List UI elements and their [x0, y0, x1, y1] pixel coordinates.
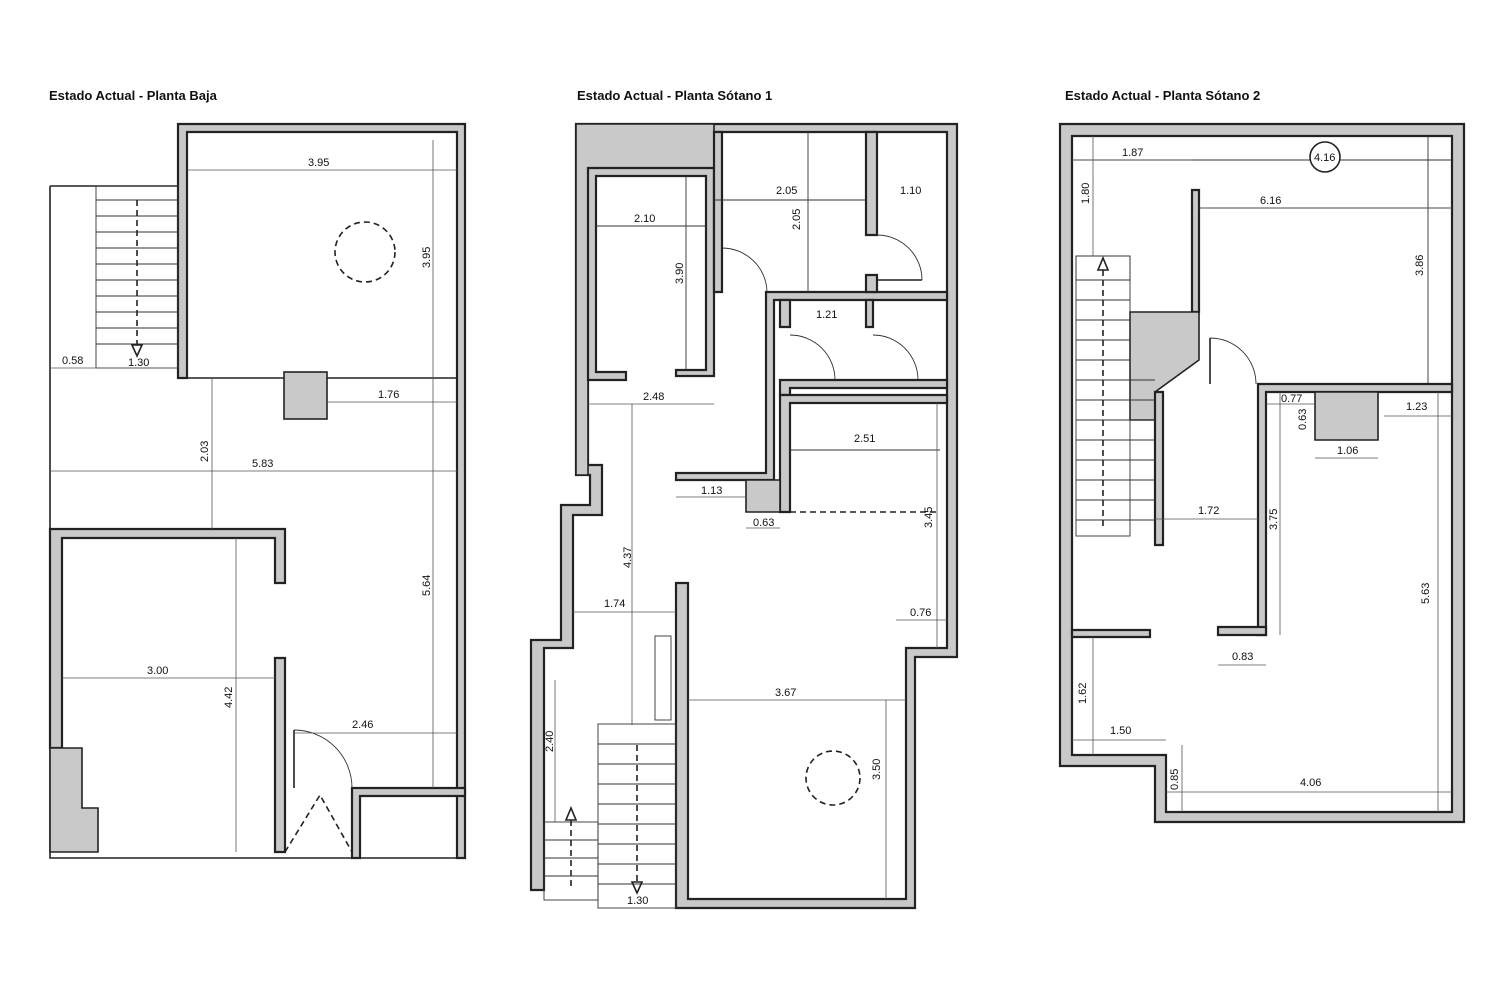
wall — [1216, 625, 1268, 637]
dim-label: 3.86 — [1414, 255, 1426, 276]
dim-label: 0.58 — [62, 355, 83, 367]
door-symbol — [1209, 337, 1257, 385]
wall-corner — [49, 747, 99, 853]
dim-label: 1.72 — [1198, 505, 1219, 517]
dim-label: 0.77 — [1281, 393, 1302, 405]
dim-label: 2.10 — [634, 213, 655, 225]
wall — [778, 378, 949, 397]
wall — [48, 527, 287, 750]
dim-label: 1.80 — [1080, 183, 1092, 204]
plan-sotano-1: 2.10 3.90 2.05 2.05 1.10 1.21 2.48 2.51 … — [529, 122, 959, 910]
wall — [778, 298, 875, 329]
skylight-circle — [334, 221, 396, 283]
dim-label: 5.64 — [421, 575, 433, 596]
staircase — [1075, 255, 1155, 537]
dim-label: 2.48 — [643, 391, 664, 403]
plan-planta-baja: 3.95 3.95 0.58 1.30 1.76 2.03 5.83 5.64 … — [48, 122, 467, 860]
wall — [350, 786, 467, 860]
wall — [864, 130, 879, 237]
dim-label: 3.50 — [871, 759, 883, 780]
dim-label: 1.30 — [128, 357, 149, 369]
dimension-labels: 2.10 3.90 2.05 2.05 1.10 1.21 2.48 2.51 … — [544, 185, 935, 907]
wall — [1070, 628, 1152, 639]
dim-label: 3.95 — [421, 247, 433, 268]
dim-label: 0.63 — [1297, 409, 1309, 430]
dim-label: 0.63 — [753, 517, 774, 529]
dim-label: 1.10 — [900, 185, 921, 197]
outline — [49, 186, 465, 859]
door-symbol — [721, 234, 923, 381]
dimension-lines — [1072, 136, 1452, 812]
dim-label: 2.05 — [791, 209, 803, 230]
skylight-circle — [805, 750, 861, 806]
dim-label: 3.75 — [1268, 509, 1280, 530]
dim-label: 2.03 — [199, 441, 211, 462]
dim-label: 5.63 — [1420, 583, 1432, 604]
dim-label: 4.42 — [223, 687, 235, 708]
dim-label: 3.67 — [775, 687, 796, 699]
wall — [1153, 390, 1165, 547]
pillar — [1314, 391, 1379, 441]
dim-label: 4.06 — [1300, 777, 1321, 789]
pillar — [745, 479, 781, 513]
dim-label: 3.45 — [923, 507, 935, 528]
dim-label: 1.30 — [627, 895, 648, 907]
wall-block — [1129, 311, 1200, 421]
dimension-labels: 1.87 4.16 1.80 6.16 3.86 0.77 0.63 1.23 … — [1077, 147, 1432, 790]
staircase — [543, 635, 677, 909]
dim-label: 5.83 — [252, 458, 273, 470]
dim-label: 1.23 — [1406, 401, 1427, 413]
dim-label: 1.76 — [378, 389, 399, 401]
plan-title-sotano-2: Estado Actual - Planta Sótano 2 — [1065, 88, 1261, 103]
dim-label: 1.21 — [816, 309, 837, 321]
dim-label: 0.83 — [1232, 651, 1253, 663]
dim-label: 3.95 — [308, 157, 329, 169]
dim-label: 1.87 — [1122, 147, 1143, 159]
dim-label: 4.16 — [1314, 152, 1335, 164]
dim-label: 1.62 — [1077, 683, 1089, 704]
wall — [1190, 188, 1201, 314]
pillar — [283, 371, 328, 420]
dimension-lines — [50, 140, 457, 852]
dim-label: 0.85 — [1169, 769, 1181, 790]
staircase — [95, 185, 179, 369]
dim-label: 3.00 — [147, 665, 168, 677]
wall — [176, 122, 467, 860]
wall — [273, 656, 287, 854]
outer-wall — [1058, 122, 1466, 824]
dim-label: 2.40 — [544, 731, 556, 752]
dim-label: 3.90 — [674, 263, 686, 284]
dim-label: 4.37 — [622, 547, 634, 568]
dim-label: 1.06 — [1337, 445, 1358, 457]
plan-title-planta-baja: Estado Actual - Planta Baja — [49, 88, 217, 103]
dim-label: 6.16 — [1260, 195, 1281, 207]
dimension-lines — [554, 403, 947, 899]
wall — [586, 166, 716, 382]
dim-label: 2.51 — [854, 433, 875, 445]
wall — [778, 393, 949, 514]
dim-label: 1.74 — [604, 598, 625, 610]
dim-label: 1.50 — [1110, 725, 1131, 737]
dim-label: 1.13 — [701, 485, 722, 497]
door-symbol — [284, 729, 353, 853]
plan-sotano-2: 1.87 4.16 1.80 6.16 3.86 0.77 0.63 1.23 … — [1058, 122, 1466, 824]
wall — [864, 273, 879, 294]
dim-label: 2.05 — [776, 185, 797, 197]
dim-label: 0.76 — [910, 607, 931, 619]
dimension-labels: 3.95 3.95 0.58 1.30 1.76 2.03 5.83 5.64 … — [62, 157, 433, 731]
dim-label: 2.46 — [352, 719, 373, 731]
wall — [712, 130, 724, 294]
dimension-callout-circle — [1309, 141, 1341, 173]
plan-title-sotano-1: Estado Actual - Planta Sótano 1 — [577, 88, 773, 103]
